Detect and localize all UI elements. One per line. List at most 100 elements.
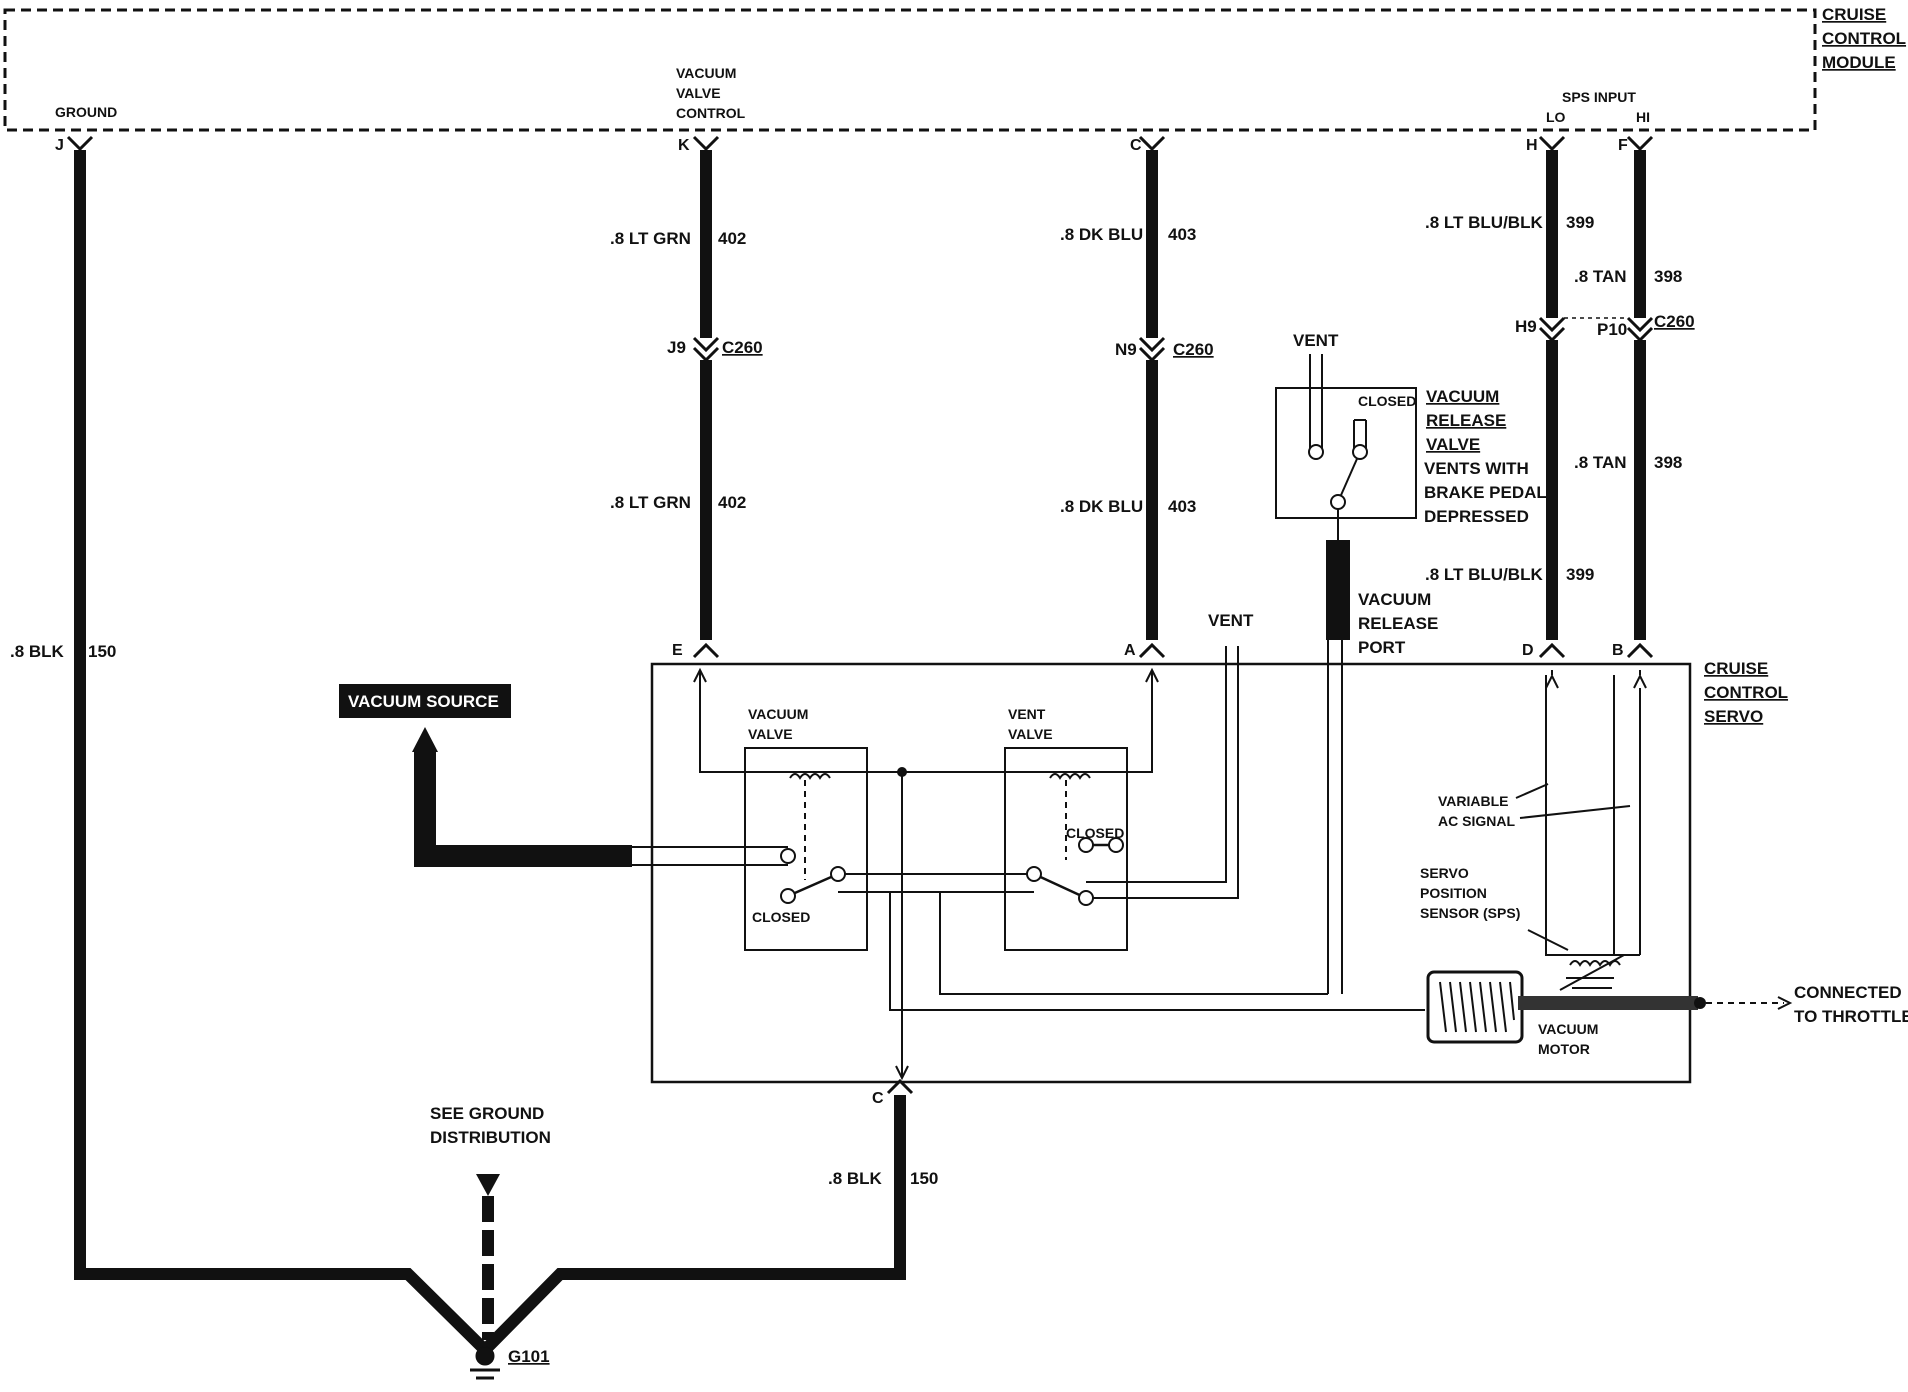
pin-label-ground: GROUND: [55, 104, 117, 120]
ac-signal-pointer-1: [1515, 783, 1549, 799]
release-port-2: RELEASE: [1358, 614, 1438, 633]
sps-label-2: POSITION: [1420, 885, 1487, 901]
see-ground-2: DISTRIBUTION: [430, 1128, 551, 1147]
connector-p10: P10: [1597, 320, 1627, 339]
ground-id-g101: G101: [508, 1347, 550, 1366]
connector-c260-b: C260: [1173, 340, 1214, 359]
release-valve-note-3: DEPRESSED: [1424, 507, 1529, 526]
sps-lo-lower-circuit: 399: [1566, 565, 1594, 584]
servo-title-line2: CONTROL: [1704, 683, 1788, 702]
throttle-label-2: TO THROTTLE: [1794, 1007, 1908, 1026]
sps-input-label: SPS INPUT: [1562, 89, 1636, 105]
vacuum-wire-upper-circuit: 402: [718, 229, 746, 248]
sps-hi-lower-circuit: 398: [1654, 453, 1682, 472]
servo-junction-dot: [897, 767, 907, 777]
vacuum-valve-label-2: VALVE: [748, 726, 793, 742]
servo-ground-circuit: 150: [910, 1169, 938, 1188]
vacuum-motor-label-2: MOTOR: [1538, 1041, 1590, 1057]
vent-wire-upper-gauge: .8 DK BLU: [1060, 225, 1143, 244]
servo-pin-a: A: [1124, 642, 1136, 659]
servo-pin-e: E: [672, 642, 683, 659]
pin-f: F: [1618, 137, 1628, 154]
sps-arrow-b: [1633, 673, 1647, 689]
vacuum-source-hose: [414, 752, 632, 867]
connector-p10-chevron: [1626, 316, 1654, 343]
vacuum-motor-label-1: VACUUM: [1538, 1021, 1598, 1037]
variable-ac-signal-2: AC SIGNAL: [1438, 813, 1515, 829]
cruise-control-module-box: [3, 8, 1817, 132]
connector-j9-chevron: [692, 336, 720, 363]
pin-h: H: [1526, 137, 1538, 154]
sps-coil: [1566, 960, 1621, 999]
connector-c260-c: C260: [1654, 312, 1695, 331]
servo-internal-arrow-a: [1145, 667, 1159, 683]
ground-wire-gauge: .8 BLK: [10, 642, 65, 661]
ground-distribution-arrow: [476, 1174, 500, 1196]
release-valve-pivots: [1308, 444, 1368, 510]
sps-pointer: [1527, 929, 1569, 951]
connector-j9: J9: [667, 338, 686, 357]
vent-valve-closed: CLOSED: [1066, 825, 1124, 841]
variable-ac-signal-1: VARIABLE: [1438, 793, 1509, 809]
vacuum-valve-box: [744, 747, 868, 951]
pin-k: K: [678, 137, 690, 154]
vacuum-wire-upper-gauge: .8 LT GRN: [610, 229, 691, 248]
sps-lo-upper-gauge: .8 LT BLU/BLK: [1425, 213, 1543, 232]
connector-c260-a: C260: [722, 338, 763, 357]
release-valve-box: [1275, 387, 1417, 519]
sps-label-1: SERVO: [1420, 865, 1469, 881]
pivot-points: [780, 837, 1124, 906]
vent-valve-label-1: VENT: [1008, 706, 1046, 722]
sps-lo-upper-circuit: 399: [1566, 213, 1594, 232]
ground-wire: [74, 150, 906, 1359]
vacuum-wire-lower-circuit: 402: [718, 493, 746, 512]
vent-wire-lower-gauge: .8 DK BLU: [1060, 497, 1143, 516]
pin-label-vacuum-valve-3: CONTROL: [676, 105, 746, 121]
release-valve-closed: CLOSED: [1358, 393, 1416, 409]
sps-hi-upper-gauge: .8 TAN: [1574, 267, 1627, 286]
pin-j: J: [55, 137, 64, 154]
cruise-control-servo-box: [650, 662, 1692, 1084]
pin-label-vacuum-valve-2: VALVE: [676, 85, 721, 101]
throttle-label-1: CONNECTED: [1794, 983, 1902, 1002]
release-valve-vent: VENT: [1293, 331, 1339, 350]
connector-n9-chevron: [1138, 336, 1166, 363]
connector-h9: H9: [1515, 317, 1537, 336]
ac-signal-pointer-2: [1519, 805, 1631, 819]
pin-c-top: C: [1130, 137, 1142, 154]
vacuum-source-arrow: [412, 727, 438, 752]
servo-pin-b: B: [1612, 642, 1624, 659]
connector-h9-chevron: [1538, 316, 1566, 343]
vacuum-motor: [1426, 970, 1698, 1044]
sps-lo-lower-gauge: .8 LT BLU/BLK: [1425, 565, 1543, 584]
servo-title-line3: SERVO: [1704, 707, 1763, 726]
servo-pin-d: D: [1522, 642, 1534, 659]
servo-vent-label: VENT: [1208, 611, 1254, 630]
module-title-line3: MODULE: [1822, 53, 1896, 72]
sps-arrow-d: [1545, 673, 1559, 689]
ground-symbol: [470, 1346, 500, 1380]
vent-wire-upper-circuit: 403: [1168, 225, 1196, 244]
release-port-3: PORT: [1358, 638, 1406, 657]
sps-diag-1: [1559, 954, 1625, 991]
vacuum-valve-closed: CLOSED: [752, 909, 810, 925]
sps-hi-lower-gauge: .8 TAN: [1574, 453, 1627, 472]
module-title-line1: CRUISE: [1822, 5, 1886, 24]
vent-valve-label-2: VALVE: [1008, 726, 1053, 742]
servo-internal-arrow-e: [693, 667, 707, 683]
vacuum-valve-coil: [789, 773, 831, 780]
connector-n9: N9: [1115, 340, 1137, 359]
vacuum-source-label: VACUUM SOURCE: [348, 692, 499, 711]
module-title-line2: CONTROL: [1822, 29, 1906, 48]
ground-wire-circuit: 150: [88, 642, 116, 661]
sps-sensor-lines: [1545, 670, 1641, 956]
module-terminals: [66, 135, 1654, 152]
release-valve-note-1: VENTS WITH: [1424, 459, 1529, 478]
pin-label-lo: LO: [1546, 109, 1566, 125]
release-port-1: VACUUM: [1358, 590, 1431, 609]
pin-label-vacuum-valve-1: VACUUM: [676, 65, 736, 81]
release-port-block: [1326, 540, 1350, 640]
servo-title-line1: CRUISE: [1704, 659, 1768, 678]
servo-ground-gauge: .8 BLK: [828, 1169, 883, 1188]
